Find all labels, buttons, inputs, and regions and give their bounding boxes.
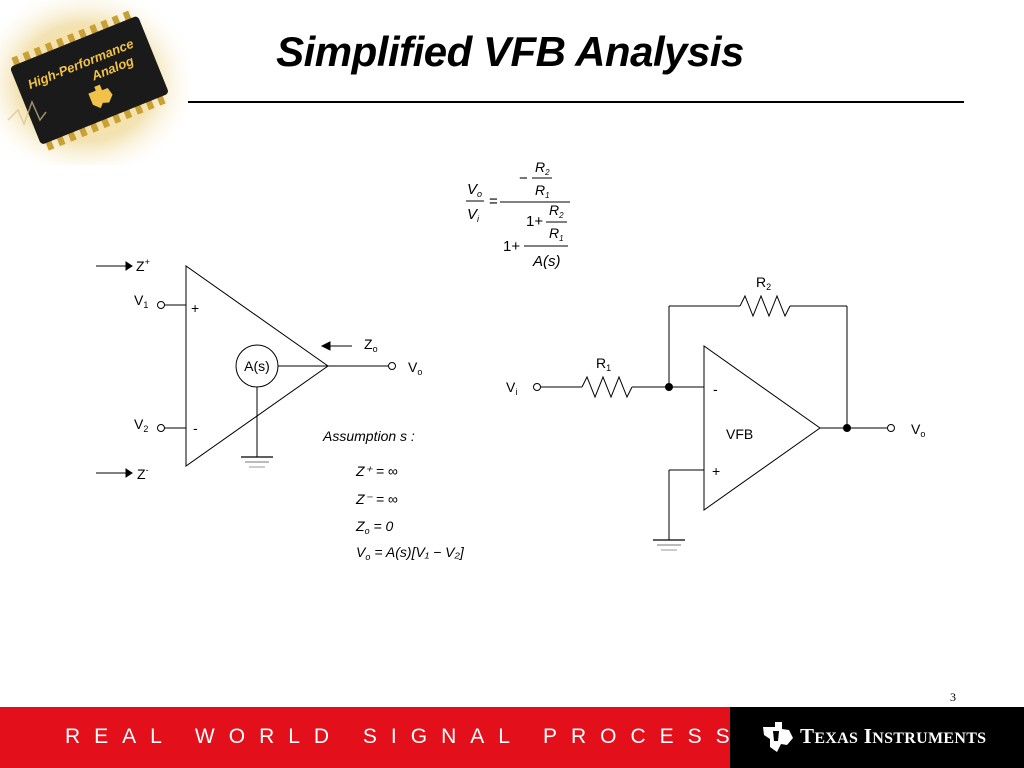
v2-label: V2 [134, 416, 148, 434]
z-minus-label: Z- [137, 465, 149, 482]
company-name: TEXAS INSTRUMENTS [800, 724, 987, 748]
den-a-of-s: A(s) [532, 253, 561, 270]
vfb-minus-input-label: - [713, 381, 718, 397]
vfb-triangle [703, 345, 821, 511]
vfb-vo-label: Vo [911, 421, 925, 439]
footer-red-band: REAL WORLD SIGNAL PROCESSINGTM [0, 707, 835, 768]
output-node [843, 424, 851, 432]
footer-company-band: TEXAS INSTRUMENTS [730, 707, 1024, 768]
minus-input-label: - [193, 420, 198, 436]
den-one-plus-outer: 1+ [503, 238, 520, 255]
transfer-function-equation: Vo Vi = − R2 R1 1+ R2 R1 1+ A(s) [466, 159, 570, 270]
r1-label: R1 [596, 355, 611, 373]
vi-terminal [533, 383, 541, 391]
assumptions-block: Assumption s : Z⁺ = ∞ Z⁻ = ∞ Zo = 0 Vo= … [322, 428, 465, 562]
vfb-vo-terminal [887, 424, 895, 432]
assumption-vo: Vo= A(s)[V₁ − V₂] [356, 544, 465, 562]
page-title: Simplified VFB Analysis [276, 28, 744, 75]
assumption-zo: Zo = 0 [355, 518, 394, 536]
high-performance-analog-chip-logo: High-Performance Analog [0, 0, 190, 165]
plus-input-label: + [191, 300, 199, 316]
vo-label: Vo [408, 359, 422, 377]
r1-resistor [581, 375, 633, 399]
vo-terminal [388, 362, 396, 370]
footer-banner: REAL WORLD SIGNAL PROCESSINGTM TEXAS INS… [0, 707, 1024, 768]
v2-terminal [157, 424, 165, 432]
texas-instruments-logo-icon [763, 722, 793, 752]
v1-terminal [157, 301, 165, 309]
den-r1: R1 [549, 225, 564, 243]
op-amp-model [96, 261, 396, 478]
footer-tagline: REAL WORLD SIGNAL PROCESSINGTM [65, 721, 835, 749]
minus-sign: − [519, 170, 528, 187]
equals-sign: = [489, 193, 498, 210]
lhs-vo: Vo [467, 181, 482, 199]
vi-label: Vi [506, 379, 517, 397]
vfb-circuit-labels: R2 R1 Vi - + VFB Vo [506, 274, 925, 479]
r2-label: R2 [756, 274, 771, 292]
zo-label: Zo [364, 336, 378, 354]
den-r2: R2 [549, 202, 564, 220]
z-plus-label: Z+ [136, 257, 150, 274]
ti-chip-emblem-icon [88, 84, 113, 109]
assumptions-heading: Assumption s : [322, 428, 415, 444]
vfb-block-label: VFB [726, 426, 753, 442]
v1-label: V1 [134, 292, 148, 310]
num-r2: R2 [535, 159, 550, 177]
page-number: 3 [950, 690, 956, 704]
assumption-z-plus: Z⁺ = ∞ [355, 463, 398, 479]
lhs-vi: Vi [467, 206, 480, 224]
vfb-plus-input-label: + [712, 463, 720, 479]
vfb-analysis-diagram: Vo Vi = − R2 R1 1+ R2 R1 1+ A(s) [96, 159, 925, 562]
op-amp-model-labels: Z+ Z- V1 V2 + - A(s) Zo Vo [134, 257, 422, 482]
den-one-plus-inner: 1+ [526, 213, 543, 230]
gain-block-label: A(s) [244, 358, 270, 374]
title-divider [188, 101, 964, 103]
num-r1: R1 [535, 182, 550, 200]
r2-resistor [739, 294, 791, 318]
assumption-z-minus: Z⁻ = ∞ [355, 491, 398, 507]
vfb-circuit [533, 294, 895, 551]
